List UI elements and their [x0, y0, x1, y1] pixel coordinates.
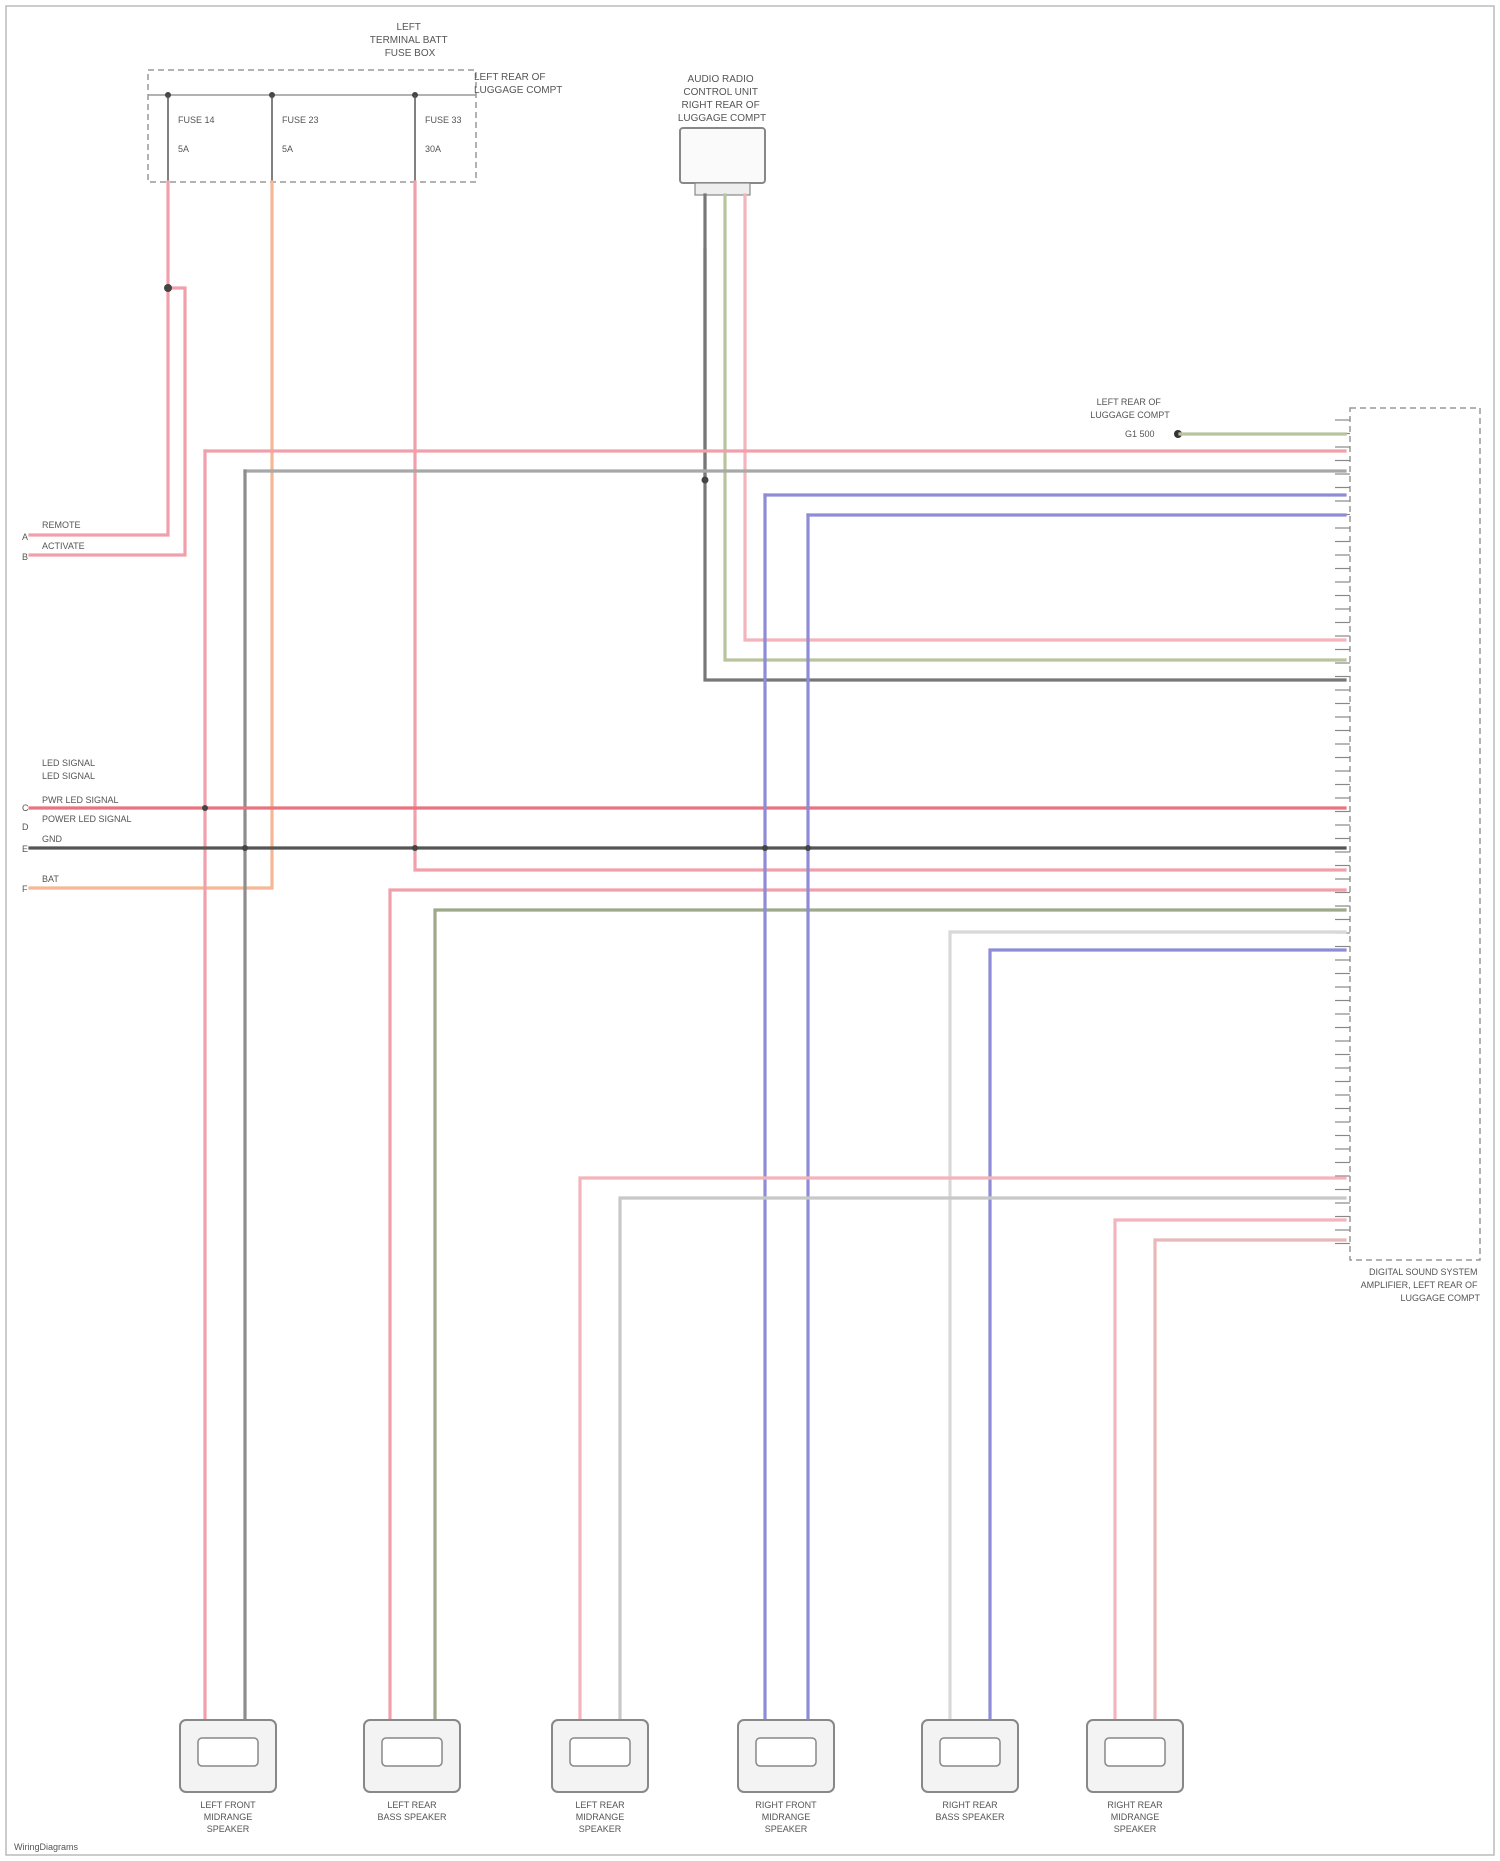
svg-text:E: E — [22, 844, 28, 854]
svg-text:A: A — [22, 532, 28, 542]
fuse-box[interactable]: LEFT TERMINAL BATT FUSE BOX LEFT REAR OF… — [148, 22, 562, 182]
audio-radio-body — [680, 128, 765, 183]
svg-text:F: F — [22, 884, 28, 894]
amplifier-pins — [1335, 420, 1350, 1244]
fuse-33: FUSE 33 30A — [412, 92, 462, 182]
input-led-signal: LED SIGNAL LED SIGNAL PWR LED SIGNAL POW… — [22, 758, 132, 832]
fuse-box-title: LEFT TERMINAL BATT FUSE BOX — [370, 22, 450, 59]
fuse-box-location: LEFT REAR OF LUGGAGE COMPT — [474, 72, 562, 96]
amplifier-label: DIGITAL SOUND SYSTEM AMPLIFIER, LEFT REA… — [1361, 1267, 1481, 1303]
input-gnd: GND E — [22, 834, 63, 854]
fuse-box-outline — [148, 70, 476, 182]
amplifier[interactable]: DIGITAL SOUND SYSTEM AMPLIFIER, LEFT REA… — [1335, 408, 1480, 1303]
audio-radio-label: AUDIO RADIO CONTROL UNIT RIGHT REAR OF L… — [678, 74, 766, 124]
input-bat: BAT F — [22, 874, 59, 894]
svg-text:G1 500: G1 500 — [1125, 429, 1155, 439]
amplifier-outline — [1350, 408, 1480, 1260]
fuse-14: FUSE 14 5A — [165, 92, 215, 182]
svg-text:5A: 5A — [178, 144, 189, 154]
footer-credit: WiringDiagrams — [14, 1842, 79, 1852]
svg-text:30A: 30A — [425, 144, 441, 154]
audio-radio-control-unit[interactable]: AUDIO RADIO CONTROL UNIT RIGHT REAR OF L… — [678, 74, 766, 195]
svg-text:FUSE 14: FUSE 14 — [178, 115, 215, 125]
fuse-23: FUSE 23 5A — [269, 92, 319, 182]
ground-point: LEFT REAR OF LUGGAGE COMPT G1 500 — [1090, 397, 1182, 439]
svg-text:BAT: BAT — [42, 874, 59, 884]
svg-text:LEFT REAR OF LUGGAGE COM: LEFT REAR OF LUGGAGE COMPT — [1090, 397, 1170, 420]
svg-text:C: C — [22, 803, 29, 813]
svg-text:D: D — [22, 822, 29, 832]
svg-text:GND: GND — [42, 834, 63, 844]
svg-text:B: B — [22, 552, 28, 562]
svg-text:FUSE 23: FUSE 23 — [282, 115, 319, 125]
svg-text:LED SIGNAL LED SIGNAL: LED SIGNAL LED SIGNAL PWR LED SIGNAL POW… — [42, 758, 132, 824]
svg-text:5A: 5A — [282, 144, 293, 154]
svg-text:FUSE 33: FUSE 33 — [425, 115, 462, 125]
